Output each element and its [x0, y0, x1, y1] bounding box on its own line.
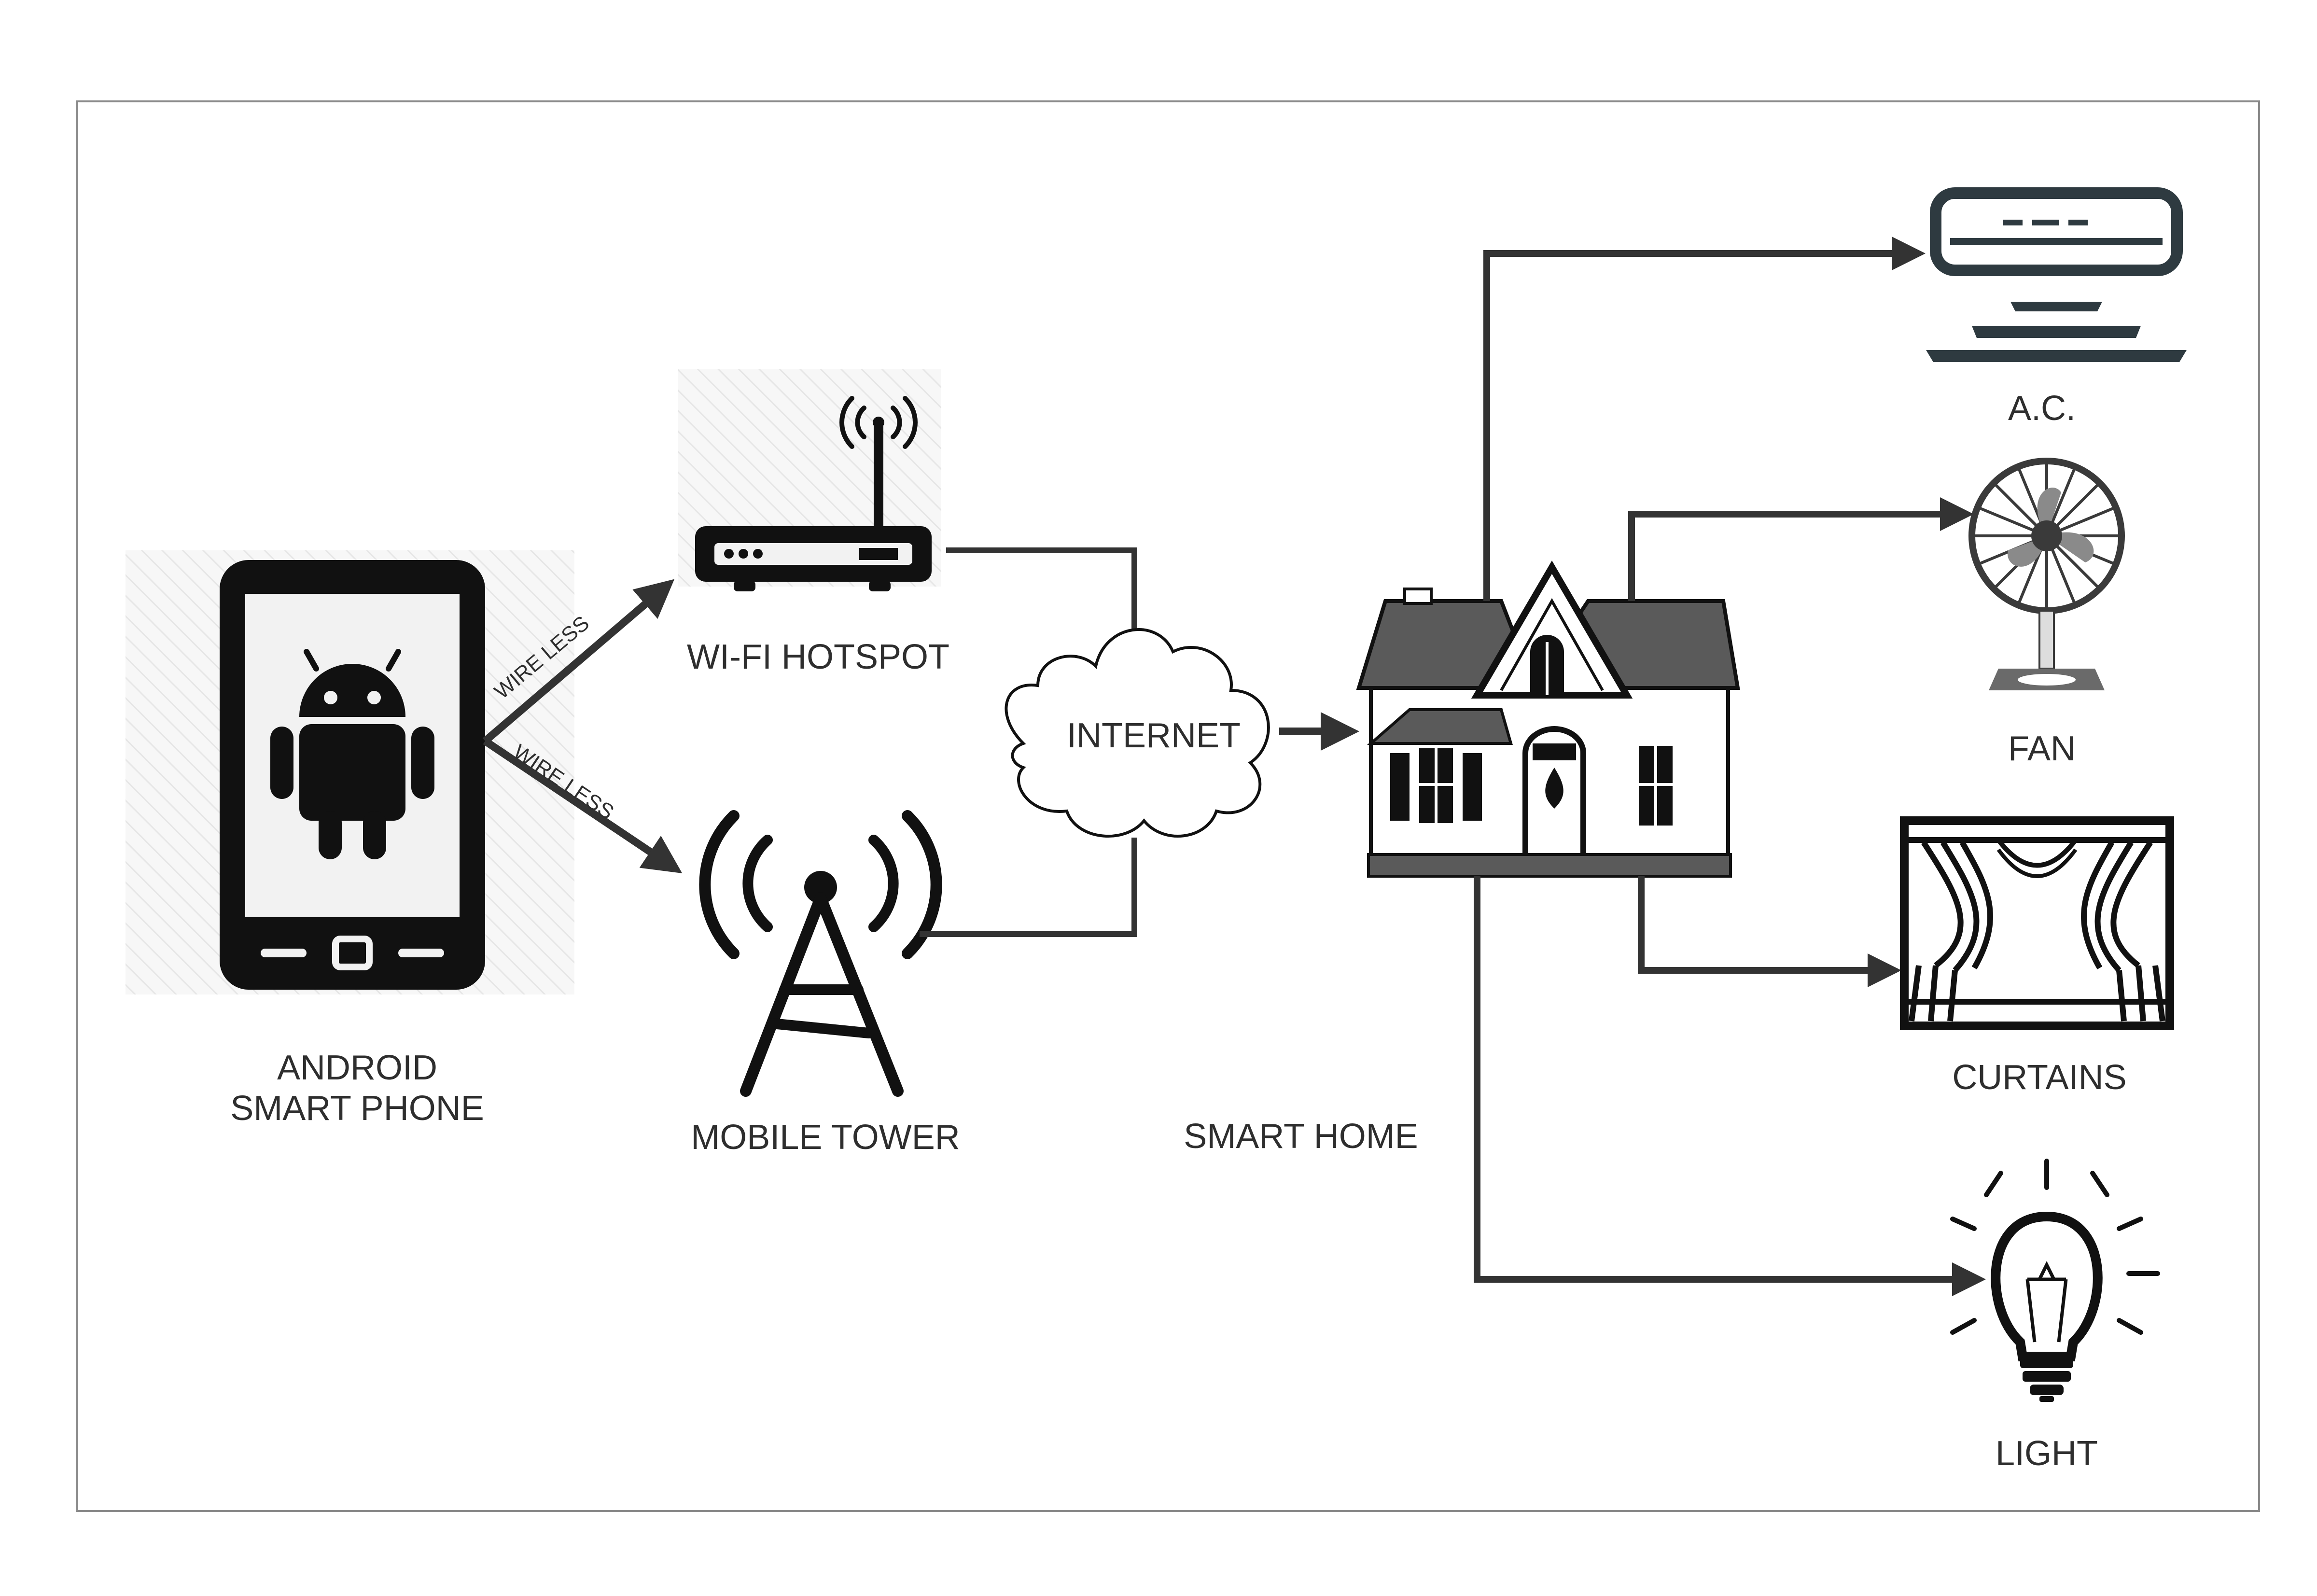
diagram-frame [76, 100, 2260, 1512]
wifi-hotspot-label: WI-FI HOTSPOT [687, 638, 949, 676]
light-label: LIGHT [1996, 1434, 2098, 1473]
wifi-to-internet-line [946, 547, 1137, 632]
wireless-arrow-to-tower [483, 738, 683, 873]
mobile-tower-label: MOBILE TOWER [691, 1118, 960, 1157]
tower-to-internet-line [920, 838, 1137, 937]
smart-home-label: SMART HOME [1184, 1117, 1418, 1156]
mobile-tower-icon [699, 810, 942, 1097]
internet-cloud-icon [1005, 628, 1270, 838]
curtains-label: CURTAINS [1952, 1058, 2126, 1097]
curtains-icon [1900, 816, 2174, 1030]
smart-home-house-icon [1356, 560, 1740, 878]
wireless-arrow-to-wifi [482, 579, 675, 744]
home-to-ac-arrow [1483, 237, 1926, 601]
internet-label: INTERNET [1067, 716, 1241, 755]
home-to-curtains-arrow [1638, 876, 1901, 987]
android-phone-icon [126, 550, 574, 994]
fan-label: FAN [2008, 729, 2076, 768]
light-bulb-icon [1950, 1159, 2160, 1402]
phone-label-line2: SMART PHONE [230, 1089, 484, 1128]
air-conditioner-icon [1926, 187, 2187, 362]
home-to-light-arrow [1474, 876, 1986, 1296]
wifi-router-icon [678, 369, 941, 591]
phone-label-line1: ANDROID [277, 1049, 437, 1087]
android-logo-icon [270, 649, 434, 859]
home-to-fan-arrow [1628, 497, 1974, 601]
fan-icon [1968, 458, 2125, 690]
ac-label: A.C. [2008, 389, 2076, 428]
